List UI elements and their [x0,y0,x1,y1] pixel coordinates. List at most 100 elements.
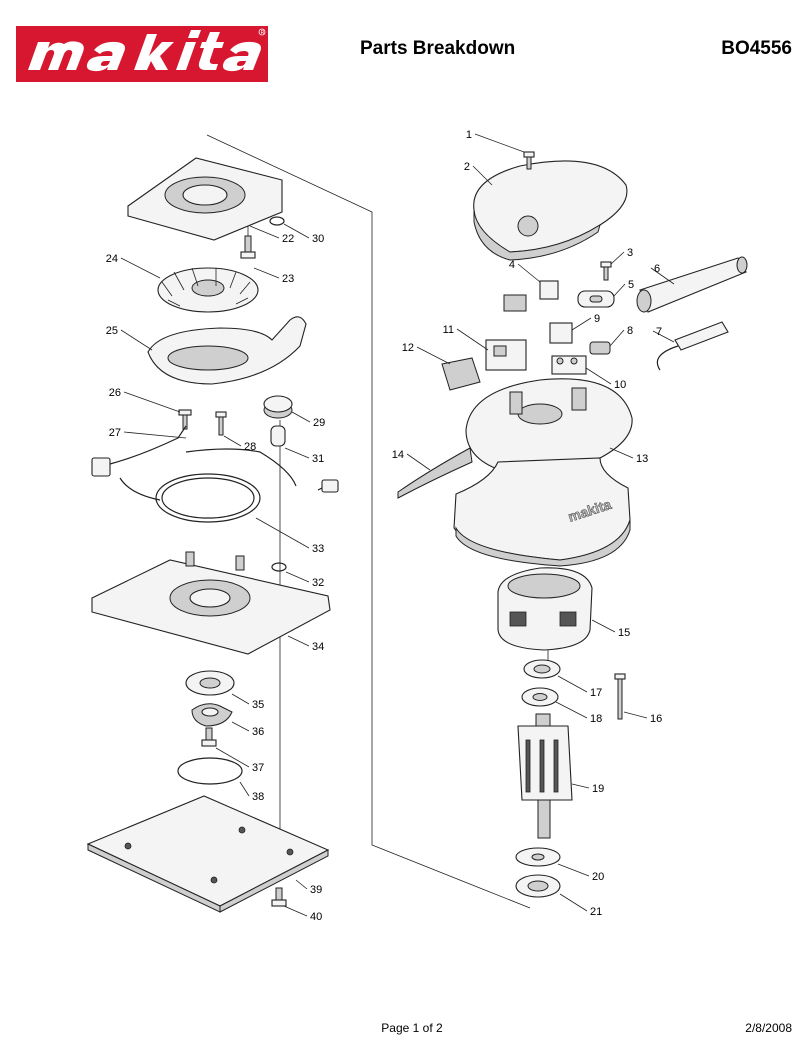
lead-wire-icon [91,425,339,501]
screw-icon [614,673,626,720]
callout-leader-33 [255,517,310,549]
part-number-19: 19 [592,783,604,795]
name-plate-icon [397,447,473,499]
strain-relief-icon [577,290,615,308]
part-number-21: 21 [590,906,602,918]
part-number-3: 3 [627,247,633,259]
callout-leader-12 [416,346,451,365]
part-number-32: 32 [312,577,324,589]
o-ring-icon [269,216,285,226]
terminal-icon [551,355,587,375]
part-number-40: 40 [310,911,322,923]
part-number-35: 35 [252,699,264,711]
part-number-2: 2 [464,161,470,173]
logo-lettering [28,30,261,72]
part-number-8: 8 [627,325,633,337]
armature-icon [517,713,573,839]
rubber-pin-icon [263,395,293,419]
insulation-washer-icon [521,687,559,707]
part-number-20: 20 [592,871,604,883]
part-number-7: 7 [656,326,662,338]
page-number: Page 1 of 2 [381,1021,443,1035]
callout-leader-21 [559,893,588,912]
rubber-pin-icon [270,425,286,447]
callout-leader-31 [284,447,310,459]
callout-leader-29 [291,411,311,423]
callout-leader-8 [609,329,625,347]
part-number-36: 36 [252,726,264,738]
callout-leader-17 [557,675,588,693]
fan-icon [157,267,259,313]
callout-leader-40 [283,905,308,917]
callout-leader-25 [120,329,153,351]
callout-leader-35 [231,693,250,705]
callout-leader-13 [609,447,634,459]
part-number-15: 15 [618,627,630,639]
part-number-34: 34 [312,641,324,653]
callout-leader-37 [215,747,250,768]
screw-icon [523,151,535,170]
bearing-box-icon [191,703,233,727]
part-callouts: 1234567891011121314151617181920212223242… [106,129,675,923]
callout-leader-10 [585,367,612,385]
callout-leader-39 [295,879,308,890]
base-icon [91,551,331,655]
part-number-13: 13 [636,453,648,465]
part-number-33: 33 [312,543,324,555]
part-number-12: 12 [402,342,414,354]
handle-cover-icon [473,160,628,261]
page-title: Parts Breakdown [360,38,516,59]
screw-icon [178,409,192,430]
part-number-29: 29 [313,417,325,429]
svg-text:R: R [261,30,265,36]
callout-leader-5 [613,283,626,297]
dust-cover-icon [147,316,307,385]
part-number-22: 22 [282,233,294,245]
capacitor-icon [503,280,559,312]
cord-icon [656,321,729,371]
screw-icon [240,235,256,259]
callout-leader-26 [123,391,181,413]
part-number-26: 26 [109,387,121,399]
clamp-icon [589,341,611,355]
callout-leader-7 [652,330,675,343]
part-number-28: 28 [244,441,256,453]
part-number-16: 16 [650,713,662,725]
callout-leader-30 [283,223,310,239]
o-ring-icon [271,562,287,572]
switch-lever-icon [441,357,481,391]
cord-guard-icon [636,256,748,313]
ring-icon [155,473,261,523]
callout-leader-2 [472,165,493,186]
makita-logo: R [16,26,268,82]
part-number-39: 39 [310,884,322,896]
part-number-24: 24 [106,253,118,265]
callout-leader-3 [610,251,625,265]
part-number-10: 10 [614,379,626,391]
pad-icon [86,795,330,913]
callout-leader-23 [253,267,280,279]
switch-part-icon [549,322,573,344]
part-number-4: 4 [509,259,515,271]
model-number: BO4556 [721,38,792,59]
part-number-14: 14 [392,449,404,461]
callout-leader-4 [517,263,541,283]
callout-leader-15 [591,619,616,633]
callout-leader-6 [650,267,675,285]
screw-icon [215,411,227,436]
callout-leader-28 [223,435,242,447]
callout-leader-27 [123,431,187,439]
o-ring-icon [177,757,243,785]
part-number-6: 6 [654,263,660,275]
part-number-30: 30 [312,233,324,245]
callout-leader-34 [287,635,310,647]
callout-leader-9 [571,317,592,331]
part-number-1: 1 [466,129,472,141]
callout-leader-22 [249,225,280,239]
part-number-5: 5 [628,279,634,291]
top-plate-icon [127,157,283,241]
motor-housing-icon: makita [453,378,633,567]
part-number-31: 31 [312,453,324,465]
